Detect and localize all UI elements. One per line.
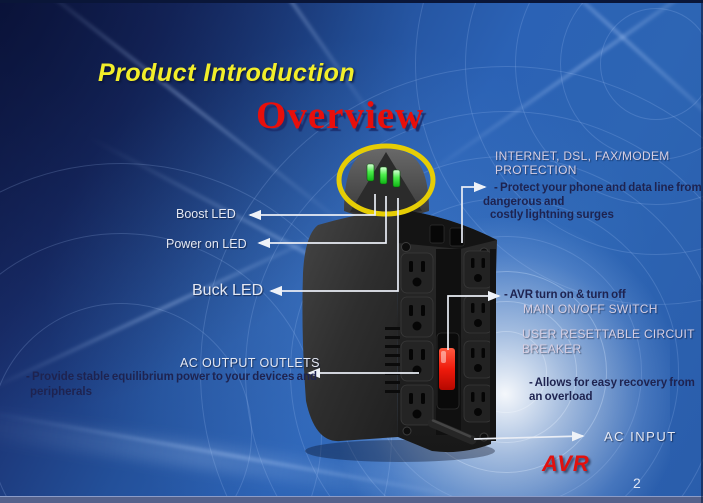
web-ring <box>0 303 252 503</box>
light-band <box>0 408 450 503</box>
label-ac-output-desc-1: - Provide stable equilibrium power to yo… <box>26 371 318 383</box>
label-ac-output-title: AC OUTPUT OUTLETS <box>180 356 320 370</box>
vent-slats <box>385 327 400 393</box>
ac-outlets-left-column <box>400 252 434 426</box>
brand-avr-label: AVR <box>542 451 590 476</box>
light-streak <box>88 135 532 375</box>
label-internet-desc-1: - Protect your phone and data line from <box>494 182 702 194</box>
device-shadow <box>305 440 495 462</box>
label-buck-led: Buck LED <box>192 282 264 299</box>
buck-led-connector <box>269 198 399 297</box>
device-right-edge <box>490 249 496 441</box>
label-internet-title-1: INTERNET, DSL, FAX/MODEM <box>495 149 670 163</box>
label-ac-output-desc-2: peripherals <box>30 386 92 398</box>
label-breaker-title-1: USER RESETTABLE CIRCUIT <box>522 327 695 341</box>
label-boost-led: Boost LED <box>176 207 236 221</box>
screw <box>401 242 411 252</box>
label-power-on-led: Power on LED <box>166 237 247 251</box>
web-ring <box>435 301 577 443</box>
overview-heading: Overview <box>256 94 425 137</box>
web-ring <box>560 3 703 160</box>
web-ring <box>332 198 679 503</box>
label-internet-desc-2: dangerous and <box>483 196 565 208</box>
phone-jack-port <box>429 224 445 244</box>
power-cord-sheen <box>431 419 472 438</box>
internet-protection-connector <box>461 181 487 243</box>
label-breaker-desc-2: an overload <box>529 391 593 403</box>
page-number: 2 <box>633 475 641 491</box>
screw <box>479 247 489 257</box>
label-ac-input: AC INPUT <box>604 429 677 444</box>
power-cord <box>427 418 477 445</box>
switch-channel <box>436 249 461 435</box>
label-internet-title-2: PROTECTION <box>495 163 577 177</box>
power-switch <box>439 348 455 390</box>
light-streak <box>0 409 497 503</box>
buck-led-indicator <box>392 169 401 188</box>
power-switch-highlight <box>441 351 446 363</box>
led-highlight-ring <box>336 143 436 217</box>
boost-led-connector <box>248 194 376 221</box>
web-ring <box>370 236 642 503</box>
ac-outlets-right-column <box>463 250 493 423</box>
power-on-led-connector <box>257 196 387 249</box>
label-main-switch-title: MAIN ON/OFF SWITCH <box>523 302 658 316</box>
label-breaker-title-2: BREAKER <box>522 342 582 356</box>
page-title: Product Introduction <box>98 59 356 87</box>
web-ring <box>600 8 703 120</box>
ac-input-connector <box>473 431 585 442</box>
boost-led-indicator <box>366 163 375 182</box>
device-top-dome <box>344 147 429 218</box>
label-breaker-desc-1: - Allows for easy recovery from <box>529 377 695 389</box>
device-top-surface <box>397 209 497 249</box>
device-front-face <box>397 209 497 453</box>
switch-recess <box>436 332 460 410</box>
phone-jack-port <box>449 227 465 247</box>
label-avr-switch-desc: - AVR turn on & turn off <box>504 289 626 301</box>
device-glow <box>340 218 670 503</box>
device-dome-face <box>350 152 422 215</box>
screw <box>479 432 489 442</box>
slide-bottom-edge <box>0 496 703 503</box>
device-side-panel <box>302 209 398 442</box>
screw <box>402 426 412 436</box>
light-streak <box>477 3 703 164</box>
main-switch-connector <box>447 290 501 350</box>
slide-right-edge <box>701 3 703 503</box>
power-on-led-indicator <box>379 166 388 185</box>
label-internet-desc-3: costly lightning surges <box>490 209 614 221</box>
